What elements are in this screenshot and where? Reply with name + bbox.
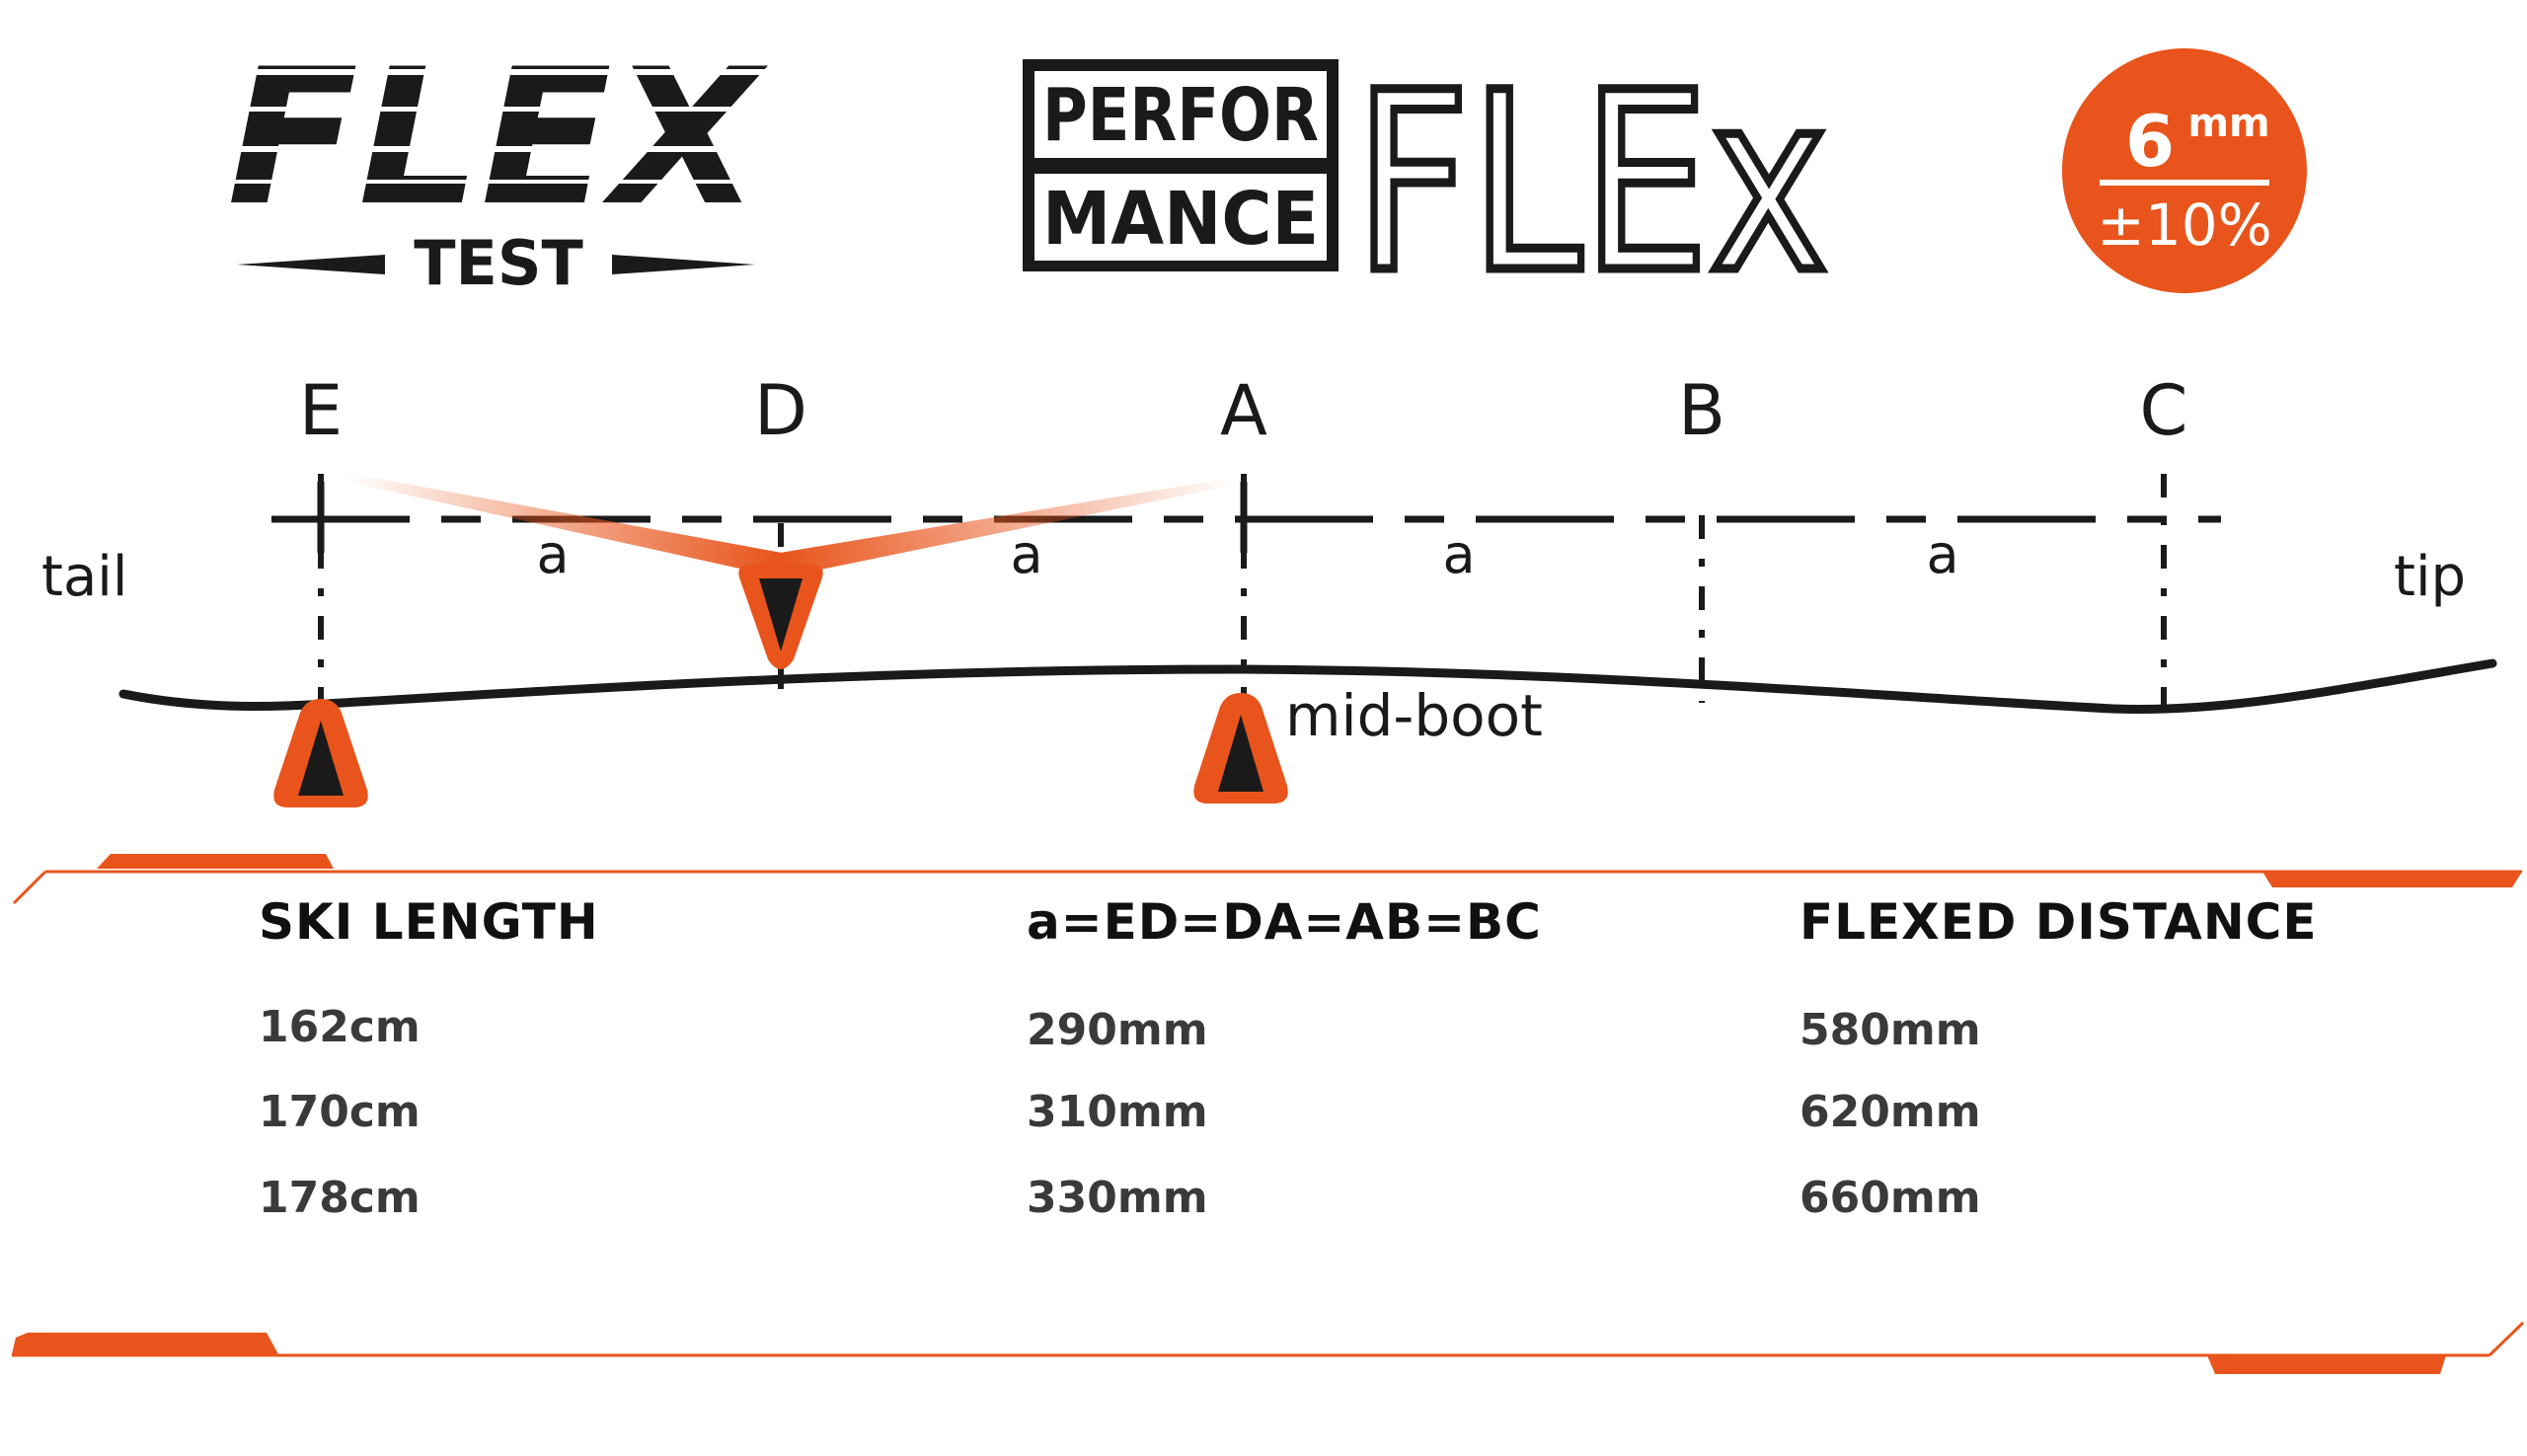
frame-top-left-slant [12, 870, 47, 905]
flex-test-logo-word: FLEX [227, 29, 769, 247]
flex-test-logo-sub: TEST [414, 227, 583, 299]
flex-test-logo-arrow-left [237, 255, 385, 274]
table-cell: 620mm [1800, 1087, 1981, 1137]
load-point-triangle-inner [759, 578, 803, 651]
point-label-a: A [1220, 370, 1267, 451]
point-label-e: E [299, 370, 343, 451]
midboot-label: mid-boot [1285, 682, 1543, 749]
frame-top-tab-left [97, 854, 334, 869]
table-cell: 170cm [259, 1087, 421, 1137]
support-e-triangle-inner [298, 721, 344, 796]
table-cell: 310mm [1027, 1087, 1208, 1137]
frame-bottom-tab-right [2207, 1355, 2446, 1374]
performance-line1: PERFOR [1042, 73, 1319, 158]
table-cell: 660mm [1800, 1173, 1981, 1223]
table-cell: 580mm [1800, 1005, 1981, 1055]
segment-label-da: a [1010, 523, 1042, 585]
segment-labels: a a a a [536, 523, 1958, 585]
badge-tolerance: ±10% [2097, 192, 2272, 259]
point-label-c: C [2140, 370, 2188, 451]
segment-label-ed: a [536, 523, 569, 585]
flex-test-logo: FLEX TEST [222, 29, 775, 299]
table-header-ski-length: SKI LENGTH [259, 893, 599, 951]
point-label-b: B [1678, 370, 1725, 451]
table-header-flexed-distance: FLEXED DISTANCE [1800, 893, 2318, 951]
table-cell: 290mm [1027, 1005, 1208, 1055]
flex-test-logo-arrow-right [612, 255, 755, 274]
table-column-ski-length: SKI LENGTH 162cm 170cm 178cm [259, 893, 599, 1223]
point-labels: E D A B C [299, 370, 2188, 451]
flex-arm-right [780, 478, 1232, 577]
frame-bottom-right-slant [2488, 1321, 2525, 1357]
badge-divider [2100, 180, 2269, 186]
segment-label-ab: a [1442, 523, 1475, 585]
tolerance-badge-circle [2062, 48, 2307, 293]
segment-label-bc: a [1926, 523, 1958, 585]
point-label-d: D [754, 370, 807, 451]
frame-top-tab-right [2262, 872, 2522, 887]
table-column-segment: a=ED=DA=AB=BC 290mm 310mm 330mm [1027, 893, 1542, 1223]
tolerance-badge: 6 mm ±10% [2062, 48, 2307, 293]
tip-label: tip [2394, 545, 2466, 609]
support-a [1193, 693, 1288, 804]
frame-bottom-tab-left [12, 1333, 278, 1354]
table-frame [12, 854, 2525, 1374]
flex-test-logo-stripes [222, 69, 775, 184]
performance-flex-logo: PERFOR MANCE FLEx [1023, 36, 1833, 332]
table-cell: 178cm [259, 1173, 421, 1223]
table-cell: 330mm [1027, 1173, 1208, 1223]
table-header-segment: a=ED=DA=AB=BC [1027, 893, 1542, 951]
table-cell: 162cm [259, 1002, 421, 1052]
badge-value: 6 [2125, 100, 2175, 183]
support-e [273, 699, 368, 807]
support-a-triangle-inner [1218, 715, 1264, 792]
flex-arms [341, 472, 1232, 577]
performance-flex-word: FLEx [1354, 39, 1828, 327]
performance-line2: MANCE [1042, 177, 1319, 262]
badge-unit: mm [2187, 101, 2269, 146]
flex-arm-left [341, 472, 782, 577]
tail-label: tail [41, 545, 127, 609]
table-column-flexed-distance: FLEXED DISTANCE 580mm 620mm 660mm [1800, 893, 2318, 1223]
